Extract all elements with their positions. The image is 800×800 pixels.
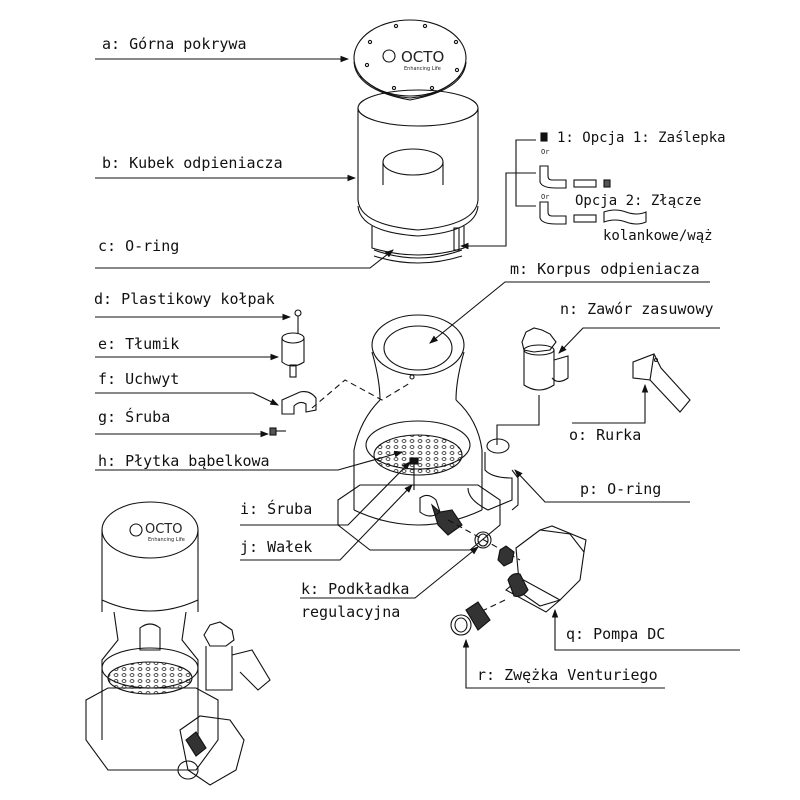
label-e-muffler: e: Tłumik [98, 335, 180, 353]
option-1-label: 1: Opcja 1: Zaślepka [557, 130, 726, 146]
label-f-holder: f: Uchwyt [98, 370, 180, 388]
label-j-shaft: j: Wałek [240, 538, 313, 556]
label-q-dc-pump: q: Pompa DC [566, 625, 666, 643]
pump-assembly-drawing [447, 519, 587, 636]
leader-c [95, 249, 394, 269]
pipe-drawing [632, 353, 691, 413]
option-2-label-line1: Opcja 2: Złącze [575, 193, 702, 209]
assembled-skimmer-drawing [85, 501, 271, 786]
label-c-o-ring: c: O-ring [98, 237, 180, 255]
skimmer-cup-drawing [357, 89, 479, 264]
lid-logo-tagline: Enhancing Life [404, 66, 441, 72]
label-k-washer-line1: k: Podkładka [301, 580, 410, 598]
label-p-o-ring: p: O-ring [580, 480, 662, 498]
label-g-screw: g: Śruba [98, 408, 171, 426]
assembly-dashed-line [311, 379, 411, 409]
label-b-skimmer-cup: b: Kubek odpieniacza [102, 154, 283, 172]
assembled-logo-text: OCTO [145, 522, 183, 537]
top-lid-drawing [353, 19, 467, 101]
elbow-oring-drawing [467, 438, 519, 511]
assembled-logo-tagline: Enhancing Life [148, 537, 185, 543]
leader-q [551, 608, 740, 651]
muffler-parts-drawing [269, 309, 317, 436]
valve-link-line [496, 395, 540, 445]
label-r-venturi: r: Zwężka Venturiego [477, 666, 658, 684]
leader-r [462, 638, 665, 689]
lid-logo-text: OCTO [401, 48, 445, 66]
or-label-2: Or [541, 193, 550, 201]
leader-o [572, 383, 649, 424]
skimmer-body-drawing [337, 314, 501, 551]
label-a-top-lid: a: Górna pokrywa [102, 35, 247, 53]
leader-i [240, 461, 411, 526]
leader-p [514, 469, 690, 503]
leader-j [240, 484, 413, 561]
leader-k [300, 546, 479, 599]
label-k-washer-line2: regulacyjna [301, 603, 401, 621]
options-bracket [459, 132, 647, 250]
label-n-gate-valve: n: Zawór zasuwowy [560, 300, 714, 318]
label-d-plastic-cap: d: Plastikowy kołpak [94, 290, 275, 308]
label-m-skimmer-body: m: Korpus odpieniacza [510, 260, 700, 278]
label-o-pipe: o: Rurka [569, 426, 642, 444]
leader-f [95, 392, 279, 406]
or-label-1: Or [541, 148, 550, 156]
label-i-screw: i: Śruba [240, 500, 313, 518]
gate-valve-drawing [521, 327, 569, 391]
label-h-bubble-plate: h: Płytka bąbelkowa [98, 452, 270, 470]
leader-n [558, 327, 720, 354]
option-2-label-line2: kolankowe/wąż [603, 228, 713, 244]
leader-m [429, 281, 710, 344]
leader-h [95, 450, 404, 471]
